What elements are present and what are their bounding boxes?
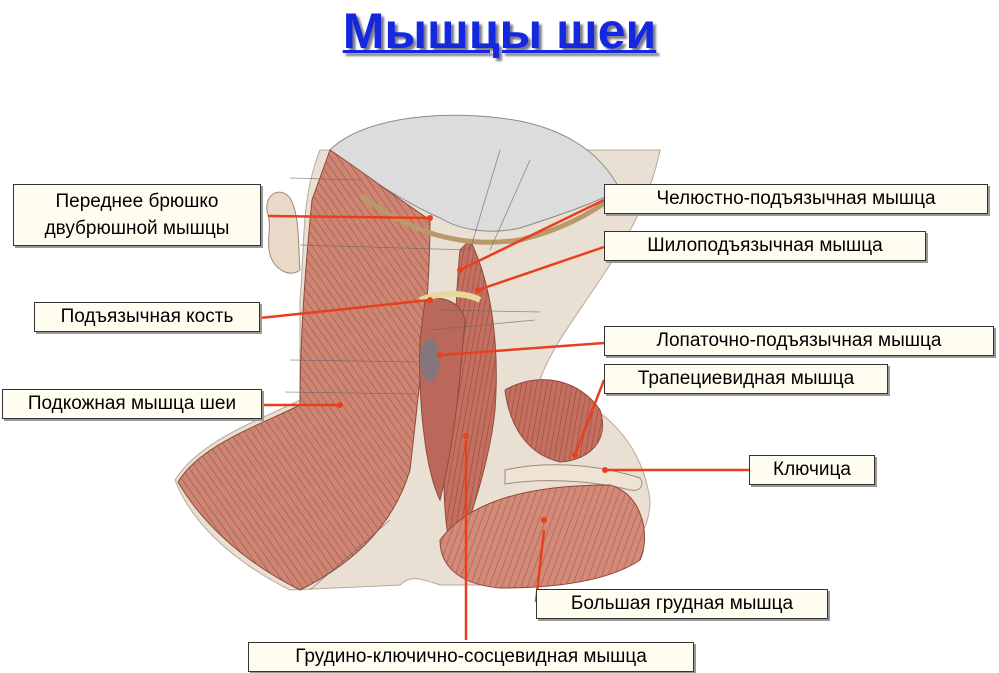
head-jaw [329, 114, 621, 232]
thyroid-area [420, 338, 440, 382]
label-sternocleidomastoid: Грудино-ключично-сосцевидная мышца [248, 642, 694, 672]
label-mylohyoid: Челюстно-подъязычная мышца [604, 184, 988, 214]
label-platysma: Подкожная мышца шеи [2, 389, 262, 419]
leader-dots [337, 215, 608, 523]
page-title: Мышцы шеи [342, 3, 657, 59]
leader-stylohyoid [477, 245, 605, 292]
trapezius-region [504, 379, 604, 463]
label-hyoid-bone: Подъязычная кость [34, 302, 260, 332]
label-omohyoid: Лопаточно-подъязычная мышца [604, 326, 994, 356]
label-anterior-belly-line2: двубрюшной мышцы [44, 218, 230, 239]
leader-mylohyoid [459, 198, 605, 272]
hyoid-bone-shape [418, 291, 482, 303]
ear [266, 191, 301, 274]
label-stylohyoid: Шилоподъязычная мышца [604, 231, 926, 261]
leader-omohyoid [439, 341, 605, 357]
label-clavicle: Ключица [749, 455, 875, 485]
leader-anterior-belly [267, 214, 431, 220]
leader-lines [259, 198, 749, 640]
leader-hyoid [259, 298, 431, 320]
label-pectoralis-major: Большая грудная мышца [536, 589, 828, 619]
label-trapezius: Трапециевидная мышца [604, 364, 888, 394]
label-anterior-belly-line1: Переднее брюшко [55, 191, 219, 212]
leader-trapezius [573, 379, 606, 456]
label-anterior-belly: Переднее брюшко двубрюшной мышцы [13, 184, 261, 246]
